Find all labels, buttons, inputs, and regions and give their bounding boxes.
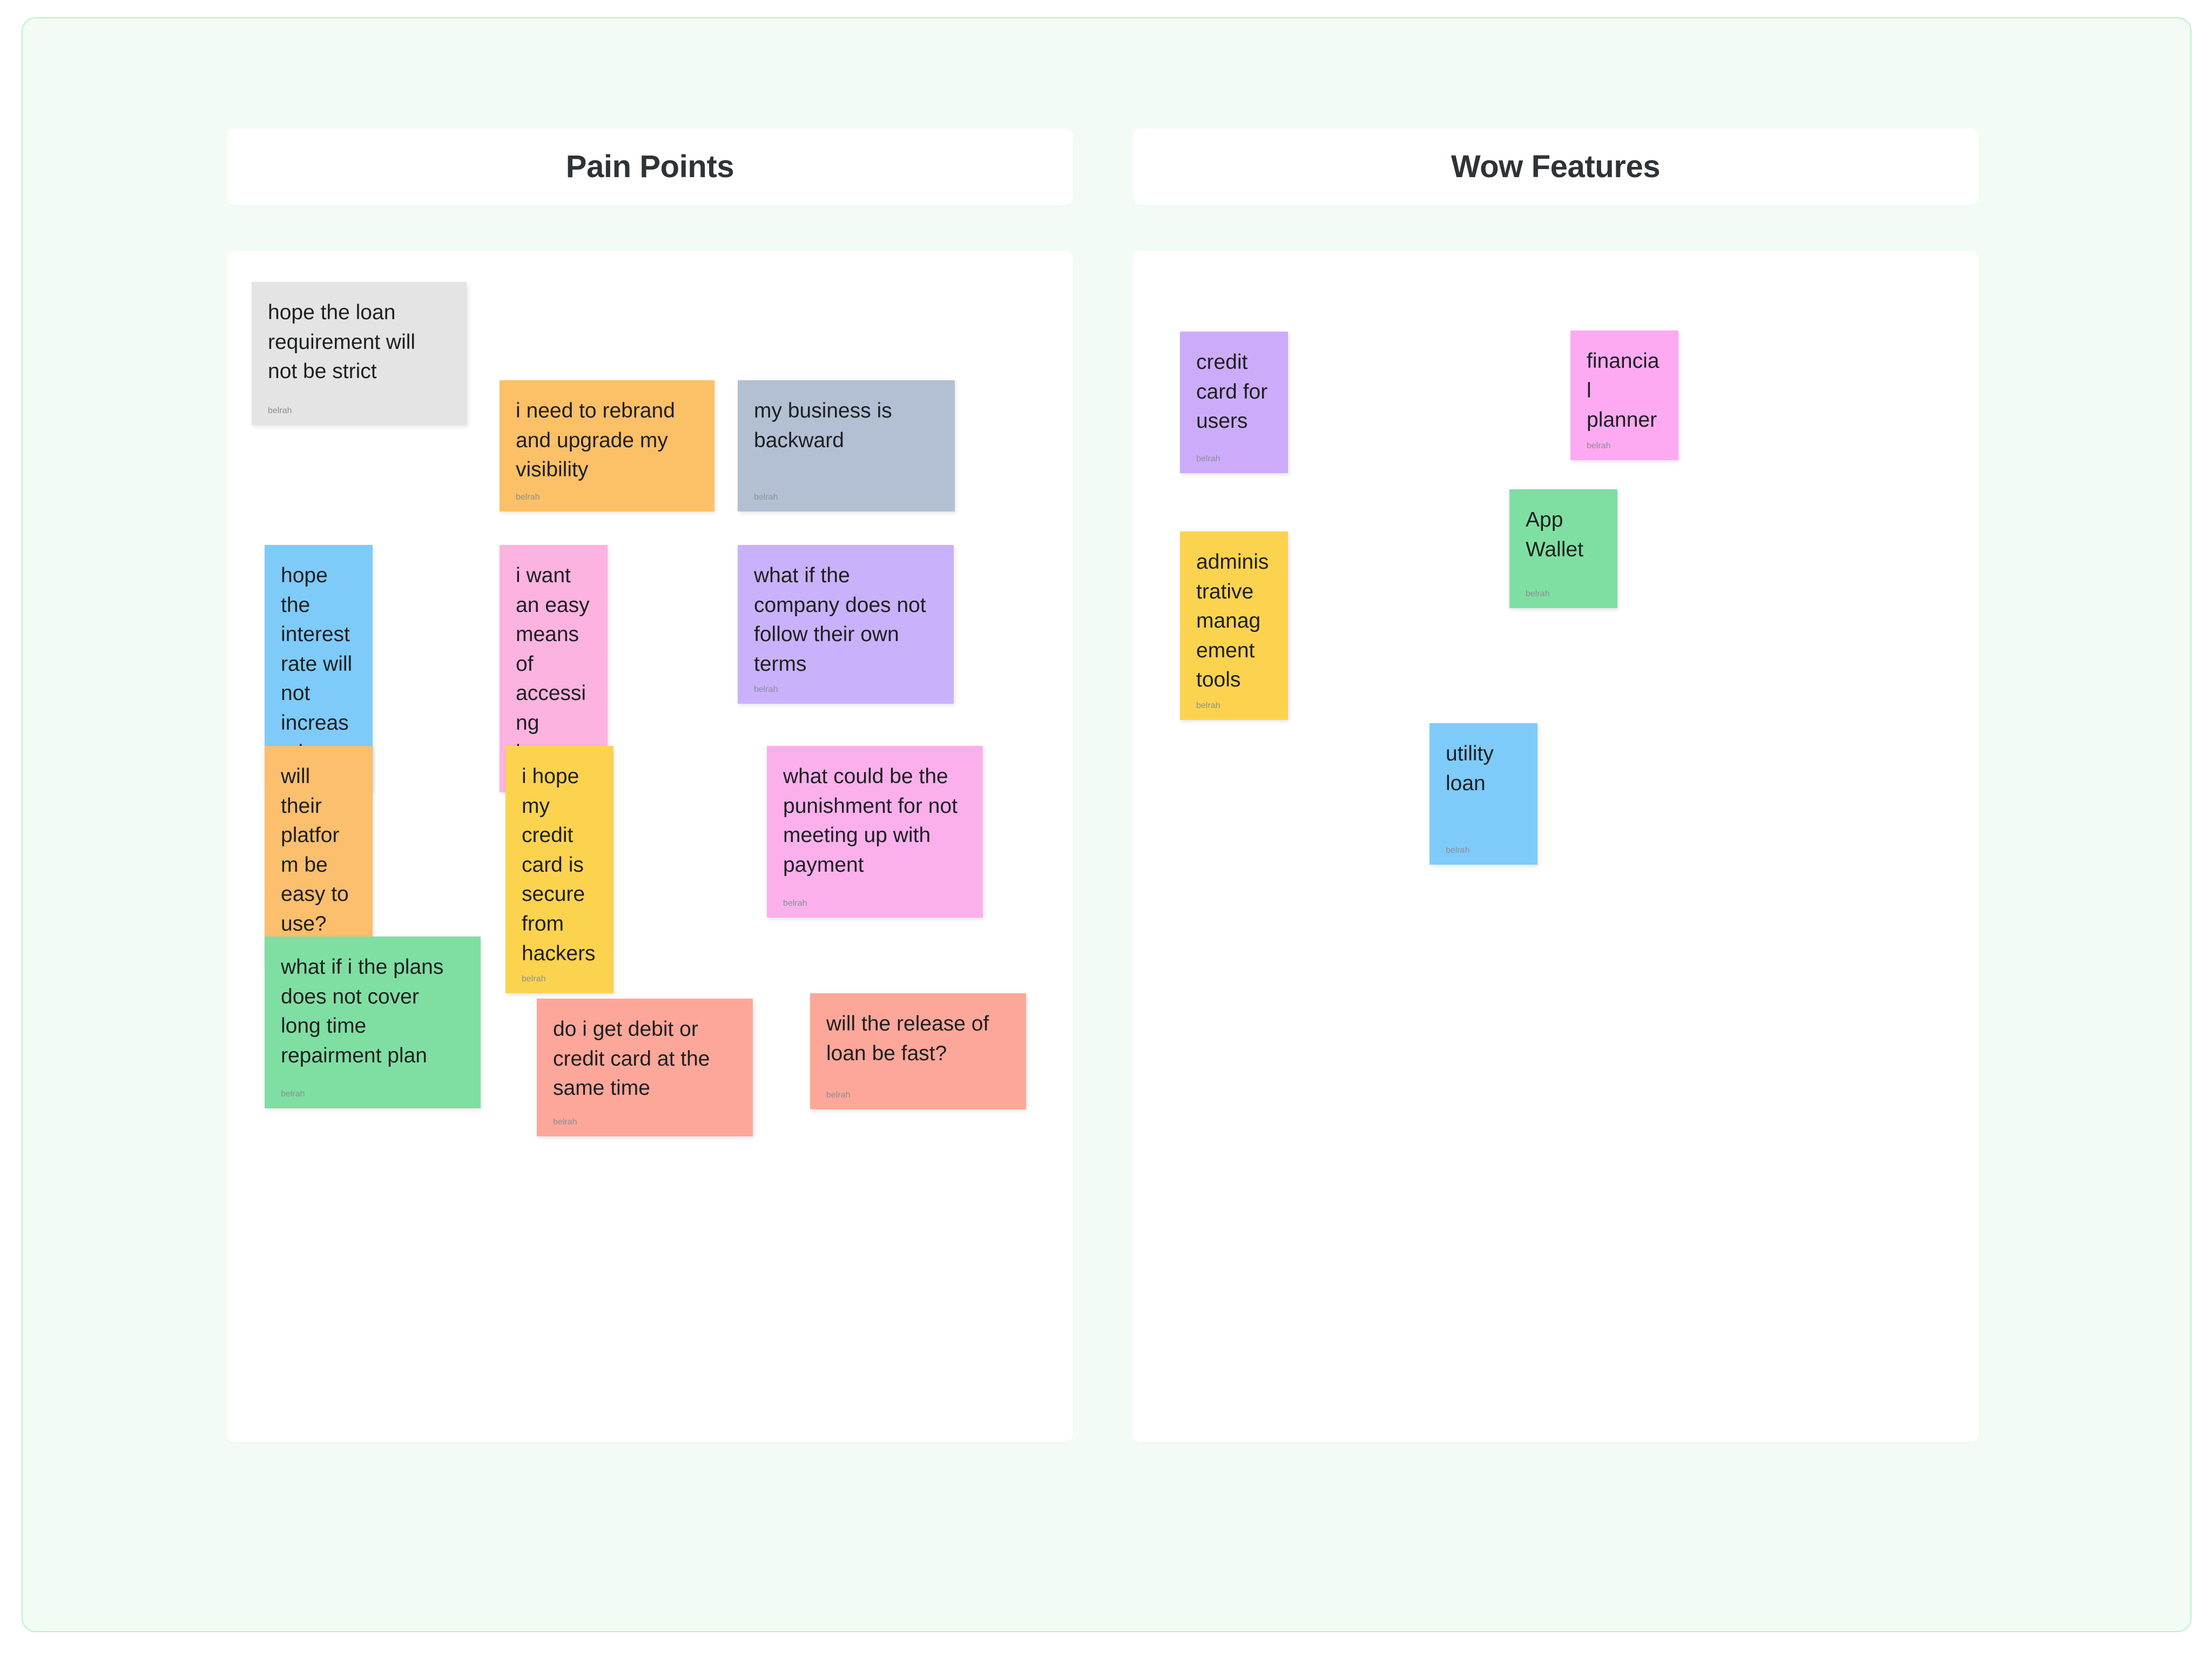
sticky-note-text: administrative management tools <box>1196 550 1269 692</box>
sticky-note-author: belrah <box>522 974 546 984</box>
sticky-note-author: belrah <box>1587 441 1611 450</box>
sticky-note-text: i need to rebrand and upgrade my visibil… <box>516 399 675 482</box>
sticky-note[interactable]: will the release of loan be fast? belrah <box>810 993 1026 1109</box>
column-title: Pain Points <box>565 149 734 184</box>
sticky-note-text: credit card for users <box>1196 351 1268 433</box>
sticky-note-author: belrah <box>1446 846 1470 855</box>
column-header-wow-features: Wow Features <box>1132 129 1979 205</box>
column-body-pain-points[interactable]: hope the loan requirement will not be st… <box>227 251 1073 1442</box>
sticky-note-author: belrah <box>754 493 778 502</box>
sticky-note-text: App Wallet <box>1526 508 1583 561</box>
sticky-note-author: belrah <box>281 1089 305 1099</box>
sticky-note-text: my business is backward <box>754 399 892 452</box>
sticky-note[interactable]: financial planner belrah <box>1570 331 1678 460</box>
column-header-pain-points: Pain Points <box>227 129 1073 205</box>
sticky-note[interactable]: will their platform be easy to use?belra… <box>265 746 373 964</box>
sticky-note-author: belrah <box>1526 589 1550 598</box>
sticky-note[interactable]: utility loan belrah <box>1429 723 1537 865</box>
sticky-note-author: belrah <box>754 685 778 695</box>
sticky-note-text: what if the company does not follow thei… <box>754 564 926 676</box>
sticky-note[interactable]: what if the company does not follow thei… <box>738 545 954 704</box>
sticky-note[interactable]: App Wallet belrah <box>1509 489 1617 608</box>
sticky-note-author: belrah <box>826 1090 851 1100</box>
sticky-note-text: what could be the punishment for not mee… <box>783 765 958 877</box>
sticky-note-text: i hope my credit card is secure from hac… <box>522 765 596 965</box>
sticky-note[interactable]: credit card for users belrah <box>1180 332 1288 473</box>
sticky-note-text: will their platform be easy to use? <box>281 765 349 935</box>
sticky-note-text: do i get debit or credit card at the sam… <box>553 1018 710 1100</box>
sticky-note-author: belrah <box>268 406 292 415</box>
board-canvas: Pain Points hope the loan requirement wi… <box>22 17 2191 1632</box>
sticky-note[interactable]: i need to rebrand and upgrade my visibil… <box>500 380 714 511</box>
sticky-note-text: hope the interest rate will not increase… <box>281 564 353 764</box>
sticky-note-author: belrah <box>1196 700 1220 710</box>
sticky-note-author: belrah <box>783 899 807 908</box>
sticky-note[interactable]: my business is backward belrah <box>738 380 955 511</box>
sticky-note[interactable]: hope the loan requirement will not be st… <box>252 282 467 425</box>
sticky-note-author: belrah <box>516 493 540 502</box>
sticky-note[interactable]: administrative management tools belrah <box>1180 531 1288 720</box>
sticky-note[interactable]: what if i the plans does not cover long … <box>265 937 481 1108</box>
sticky-note-author: belrah <box>553 1117 577 1127</box>
sticky-note-text: what if i the plans does not cover long … <box>281 955 444 1067</box>
sticky-note-text: hope the loan requirement will not be st… <box>268 301 416 383</box>
sticky-note[interactable]: do i get debit or credit card at the sam… <box>537 999 753 1136</box>
sticky-note-text: i want an easy means of accessing loans <box>516 564 590 764</box>
column-title: Wow Features <box>1451 149 1661 184</box>
sticky-note-text: financial planner <box>1587 349 1660 432</box>
sticky-note-text: utility loan <box>1446 742 1494 795</box>
sticky-note[interactable]: i hope my credit card is secure from hac… <box>505 746 613 994</box>
sticky-note[interactable]: what could be the punishment for not mee… <box>767 746 983 918</box>
sticky-note-author: belrah <box>1196 454 1220 463</box>
sticky-note-text: will the release of loan be fast? <box>826 1012 989 1065</box>
